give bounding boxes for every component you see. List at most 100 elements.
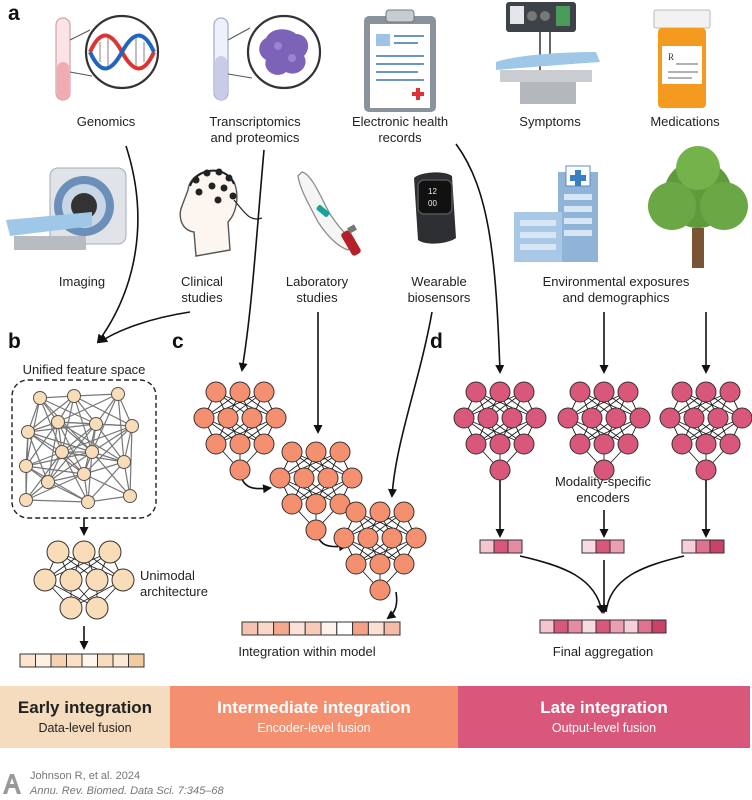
- graph-node: [125, 419, 139, 433]
- network-node: [253, 381, 275, 403]
- network-node: [229, 459, 251, 481]
- network-node: [695, 381, 717, 403]
- neural-networks: [33, 381, 752, 620]
- network-node: [617, 381, 639, 403]
- modality-specific-label-2: encoders: [576, 490, 630, 505]
- graph-edge: [87, 495, 131, 503]
- vector-cell: [651, 619, 667, 634]
- network-node: [333, 527, 355, 549]
- network-edge: [203, 391, 265, 419]
- vector-cell: [383, 621, 401, 636]
- network-node: [269, 467, 291, 489]
- vector-cell: [595, 619, 611, 634]
- network-edge: [343, 511, 405, 539]
- network-node: [329, 441, 351, 463]
- late-encoder-3: [659, 381, 752, 481]
- final-aggregation-label: Final aggregation: [552, 644, 654, 659]
- vector-cell: [97, 653, 114, 668]
- graph-edge: [47, 421, 59, 483]
- network-node: [369, 501, 391, 523]
- graph-edge: [25, 465, 89, 503]
- network-node: [357, 527, 379, 549]
- network-node: [111, 568, 135, 592]
- network-node: [229, 433, 251, 455]
- graph-edge: [61, 451, 89, 503]
- ehr-label-1: Electronic health: [351, 114, 449, 129]
- network-node: [229, 381, 251, 403]
- late-integration-band: Late integration Output-level fusion: [458, 686, 750, 748]
- graph-edge: [61, 423, 97, 453]
- vector-cell: [553, 619, 569, 634]
- graph-edge: [57, 393, 119, 423]
- graph-edge: [117, 393, 125, 463]
- transcriptomics-label-2: and proteomics: [210, 130, 300, 145]
- graph-node: [123, 489, 137, 503]
- early-integration-title: Early integration: [17, 698, 153, 717]
- medications-label: Medications: [650, 114, 720, 129]
- network-node: [241, 407, 263, 429]
- network-edge: [681, 417, 743, 445]
- transcriptomics-label-1: Transcriptomics: [209, 114, 301, 129]
- vector-cell: [257, 621, 275, 636]
- intermediate-feature-vector: [241, 621, 401, 636]
- early-integration-band: Early integration Data-level fusion: [0, 686, 170, 748]
- vector-cell: [81, 653, 98, 668]
- late-integration-title: Late integration: [540, 698, 668, 717]
- network-edge: [669, 391, 731, 419]
- encoder-network-2: [269, 441, 363, 541]
- network-node: [305, 493, 327, 515]
- network-node: [381, 527, 403, 549]
- graph-edge: [25, 421, 59, 467]
- network-node: [369, 553, 391, 575]
- final-aggregation-vector: [539, 619, 667, 634]
- network-node: [731, 407, 752, 429]
- network-node: [671, 381, 693, 403]
- network-edge: [279, 451, 341, 479]
- graph-node: [19, 459, 33, 473]
- exam-table-icon: [496, 2, 600, 104]
- feature-vectors: [19, 539, 725, 668]
- graph-edge: [91, 425, 133, 453]
- graph-edge: [27, 423, 97, 433]
- eeg-head-icon: [179, 168, 263, 257]
- vector-cell: [241, 621, 259, 636]
- network-node: [85, 596, 109, 620]
- network-node: [525, 407, 547, 429]
- network-node: [489, 459, 511, 481]
- network-node: [59, 596, 83, 620]
- graph-node: [77, 467, 91, 481]
- integration-within-model-label: Integration within model: [238, 644, 376, 659]
- late-vector-3: [681, 539, 725, 554]
- network-node: [557, 407, 579, 429]
- network-edge: [44, 551, 111, 581]
- graph-edge: [47, 481, 89, 503]
- network-edge: [579, 417, 641, 445]
- vector-cell: [539, 619, 555, 634]
- network-node: [85, 568, 109, 592]
- genomics-label: Genomics: [76, 114, 136, 129]
- network-node: [489, 433, 511, 455]
- arm-blood-draw-icon: [297, 171, 361, 256]
- graph-edge: [91, 451, 131, 497]
- graph-edge: [25, 451, 63, 501]
- panel-c-label: c: [172, 330, 184, 353]
- vector-cell: [288, 621, 306, 636]
- vector-cell: [623, 619, 639, 634]
- network-node: [393, 501, 415, 523]
- graph-edge: [27, 431, 93, 453]
- late-encoder-2: [557, 381, 651, 481]
- network-node: [593, 433, 615, 455]
- environmental-label-2: and demographics: [562, 290, 670, 305]
- vector-cell: [609, 539, 625, 554]
- connector-arrows: [79, 143, 711, 650]
- encoder-network-1: [193, 381, 287, 481]
- late-encoder-1: [453, 381, 547, 481]
- network-node: [72, 540, 96, 564]
- late-integration-subtitle: Output-level fusion: [551, 721, 657, 735]
- network-node: [305, 441, 327, 463]
- network-node: [205, 433, 227, 455]
- early-feature-vector: [19, 653, 145, 668]
- network-node: [513, 381, 535, 403]
- network-node: [59, 568, 83, 592]
- network-node: [453, 407, 475, 429]
